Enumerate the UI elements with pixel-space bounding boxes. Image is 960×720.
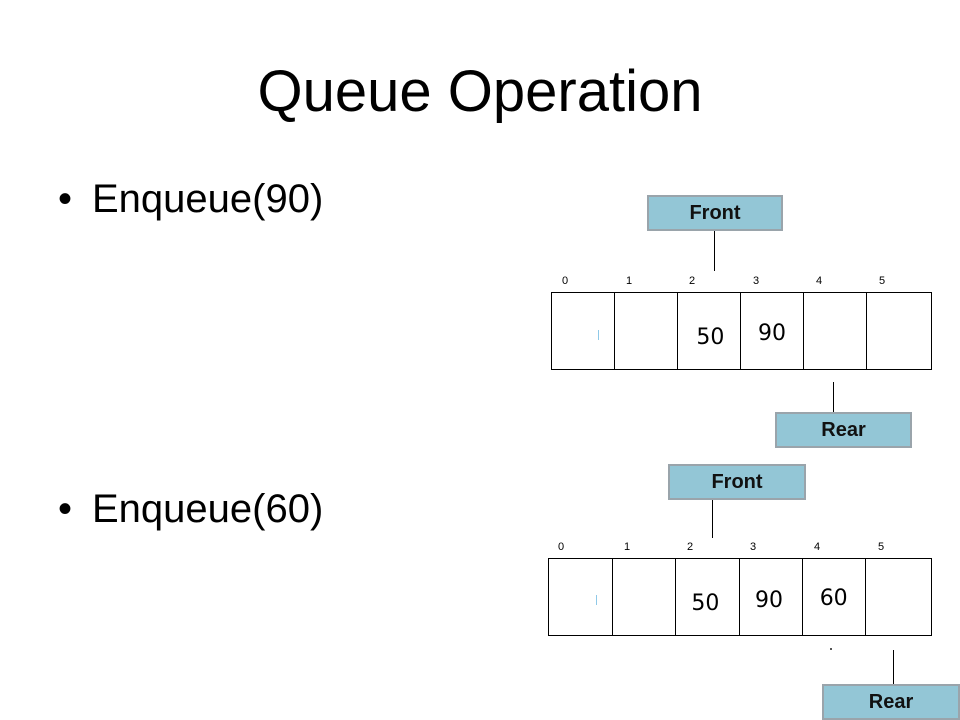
cell-value: 60 xyxy=(819,586,848,611)
index-label: 4 xyxy=(815,275,823,287)
index-label: 5 xyxy=(877,541,885,553)
queue-cell xyxy=(549,559,613,635)
queue-cell xyxy=(866,559,931,635)
queue-cell xyxy=(804,293,868,369)
index-label: 0 xyxy=(561,275,569,287)
rear-pointer-box: Rear xyxy=(822,684,960,720)
index-label: 1 xyxy=(623,541,631,553)
cursor-mark xyxy=(598,330,599,340)
queue-cell: 90 xyxy=(740,559,803,635)
slide-title: Queue Operation xyxy=(257,59,703,124)
bullet-text: Enqueue(90) xyxy=(92,177,324,221)
rear-pointer-line xyxy=(893,650,894,684)
index-label: 1 xyxy=(625,275,633,287)
front-pointer-line xyxy=(712,500,713,538)
front-pointer-line xyxy=(714,231,715,271)
bullet-dot: • xyxy=(58,487,73,531)
index-label: 4 xyxy=(813,541,821,553)
queue-diagram-step-1: Front 0 1 2 3 4 5 50 90 xyxy=(545,190,945,460)
cell-value: 90 xyxy=(758,321,787,346)
queue-cell xyxy=(613,559,677,635)
queue-cell: 60 xyxy=(803,559,867,635)
rear-pointer-line xyxy=(833,382,834,412)
index-label: 5 xyxy=(878,275,886,287)
cell-value: 50 xyxy=(696,325,725,350)
stray-mark xyxy=(830,648,832,650)
index-label: 3 xyxy=(752,275,760,287)
queue-array: 50 90 60 xyxy=(548,558,932,636)
index-label: 3 xyxy=(749,541,757,553)
queue-cell xyxy=(552,293,615,369)
queue-array: 50 90 xyxy=(551,292,932,370)
cursor-mark xyxy=(596,595,597,605)
rear-pointer-box: Rear xyxy=(775,412,912,448)
bullet-enqueue-60: • Enqueue(60) xyxy=(58,484,323,534)
bullet-text: Enqueue(60) xyxy=(92,487,324,531)
index-row: 0 1 2 3 4 5 xyxy=(545,274,945,290)
queue-cell xyxy=(615,293,679,369)
queue-cell: 50 xyxy=(678,293,742,369)
index-label: 0 xyxy=(557,541,565,553)
index-label: 2 xyxy=(688,275,696,287)
index-row: 0 1 2 3 4 5 xyxy=(545,540,945,556)
queue-cell: 50 xyxy=(676,559,741,635)
queue-cell: 90 xyxy=(741,293,804,369)
cell-value: 90 xyxy=(755,588,784,613)
queue-diagram-step-2: Front 0 1 2 3 4 5 50 90 60 xyxy=(545,460,960,720)
cell-value: 50 xyxy=(691,591,720,616)
front-pointer-box: Front xyxy=(668,464,806,500)
queue-cell xyxy=(867,293,931,369)
front-pointer-box: Front xyxy=(647,195,783,231)
bullet-enqueue-90: • Enqueue(90) xyxy=(58,174,323,224)
bullet-dot: • xyxy=(58,177,73,221)
index-label: 2 xyxy=(686,541,694,553)
